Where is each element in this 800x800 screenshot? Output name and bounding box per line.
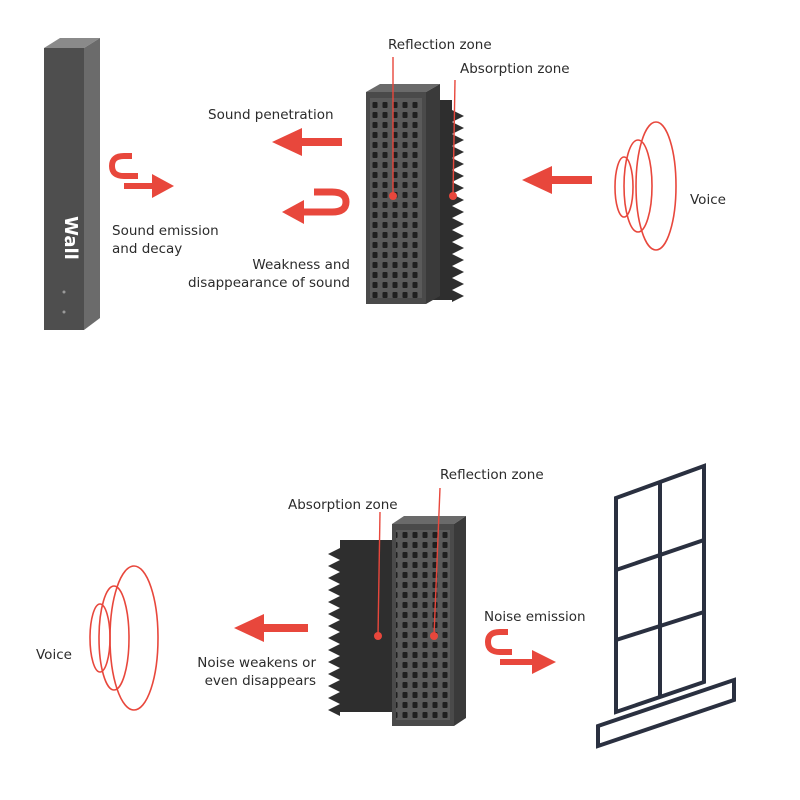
weakness-label: Weakness and disappearance of sound xyxy=(178,256,350,292)
weakness-line2: disappearance of sound xyxy=(187,275,350,291)
reflection-zone-label-top: Reflection zone xyxy=(388,37,492,53)
window-frame xyxy=(596,463,736,749)
voice-label-bottom: Voice xyxy=(36,647,72,663)
sound-penetration-arrow xyxy=(272,128,342,156)
noise-weakens-line1: Noise weakens or xyxy=(197,655,316,671)
weakness-uturn-arrow xyxy=(282,188,350,224)
reflection-panel-bottom xyxy=(392,516,466,726)
noise-emission-uturn-arrow xyxy=(484,629,556,674)
sound-emission-label: Sound emission and decay xyxy=(112,222,219,258)
noise-emission-label: Noise emission xyxy=(484,609,586,625)
absorption-zone-marker-bottom xyxy=(374,632,382,640)
sound-emission-line2: and decay xyxy=(112,241,183,257)
voice-arrow-top xyxy=(522,166,592,194)
absorption-zone-label-top: Absorption zone xyxy=(460,61,570,77)
sound-emission-line1: Sound emission xyxy=(112,223,219,239)
noise-weakens-line2: even disappears xyxy=(204,673,316,689)
weakness-line1: Weakness and xyxy=(252,257,350,273)
foam-absorber-bottom xyxy=(328,540,396,716)
voice-waves-top xyxy=(614,121,677,251)
sound-penetration-label: Sound penetration xyxy=(208,107,334,123)
sound-emission-uturn-arrow xyxy=(108,153,174,198)
wall-block xyxy=(44,38,100,330)
absorption-zone-marker-top xyxy=(449,192,457,200)
voice-label-top: Voice xyxy=(690,192,726,208)
reflection-zone-label-bottom: Reflection zone xyxy=(440,467,544,483)
noise-weakens-arrow xyxy=(234,614,308,642)
wall-label: Wall xyxy=(60,216,81,260)
reflection-panel-top xyxy=(366,84,440,304)
reflection-zone-marker-top xyxy=(389,192,397,200)
voice-waves-bottom xyxy=(89,565,159,711)
absorption-zone-label-bottom: Absorption zone xyxy=(288,497,398,513)
reflection-zone-marker-bottom xyxy=(430,632,438,640)
noise-weakens-label: Noise weakens or even disappears xyxy=(176,654,316,690)
